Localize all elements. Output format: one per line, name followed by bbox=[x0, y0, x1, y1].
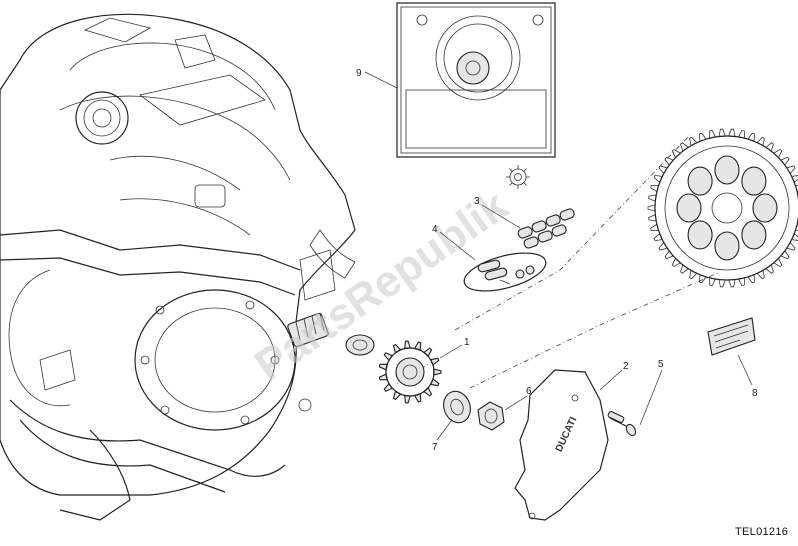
warning-decal bbox=[708, 318, 755, 355]
callout-2[interactable]: 2 bbox=[623, 361, 629, 372]
cover-logo: DUCATI bbox=[554, 415, 580, 453]
chain-segment bbox=[517, 208, 575, 249]
sprocket-nut bbox=[478, 402, 504, 430]
engine-illustration bbox=[0, 14, 355, 520]
sprocket-tooth bbox=[729, 280, 735, 287]
sprocket-hole bbox=[753, 194, 777, 222]
sprocket-tooth bbox=[648, 205, 655, 211]
rear-sprocket bbox=[648, 129, 798, 287]
chain-path-lower bbox=[470, 272, 720, 388]
callout-8[interactable]: 8 bbox=[752, 388, 758, 399]
watermark: PartsRepublik bbox=[246, 180, 517, 390]
front-sprocket bbox=[379, 341, 441, 403]
callout-4[interactable]: 4 bbox=[432, 224, 438, 235]
sprocket-tooth bbox=[729, 129, 735, 136]
lock-washer bbox=[439, 388, 474, 427]
sprocket-hole bbox=[715, 156, 739, 184]
cover-bolt bbox=[607, 411, 637, 437]
watermark-text: PartsRepublik bbox=[246, 180, 517, 390]
callout-7[interactable]: 7 bbox=[432, 442, 438, 453]
sprocket-hole bbox=[742, 221, 766, 249]
callout-6[interactable]: 6 bbox=[526, 386, 532, 397]
sprocket-hole bbox=[742, 167, 766, 195]
callout-1[interactable]: 1 bbox=[464, 337, 470, 348]
sprocket-hole bbox=[715, 232, 739, 260]
drawing-code: TEL01216 bbox=[735, 526, 788, 538]
callout-5[interactable]: 5 bbox=[658, 359, 664, 370]
sprocket-tooth bbox=[719, 280, 725, 287]
front-sprocket-tooth bbox=[434, 369, 441, 375]
sprocket-hole bbox=[688, 221, 712, 249]
callout-3[interactable]: 3 bbox=[474, 196, 480, 207]
callout-9[interactable]: 9 bbox=[356, 68, 362, 79]
master-link-kit bbox=[460, 246, 549, 299]
gear-icon bbox=[506, 165, 530, 189]
sprocket-hole bbox=[677, 194, 701, 222]
chain-kit-box bbox=[397, 3, 555, 157]
sprocket-hole bbox=[688, 167, 712, 195]
sprocket-tooth bbox=[719, 129, 725, 136]
spacer-bushing bbox=[346, 335, 374, 355]
